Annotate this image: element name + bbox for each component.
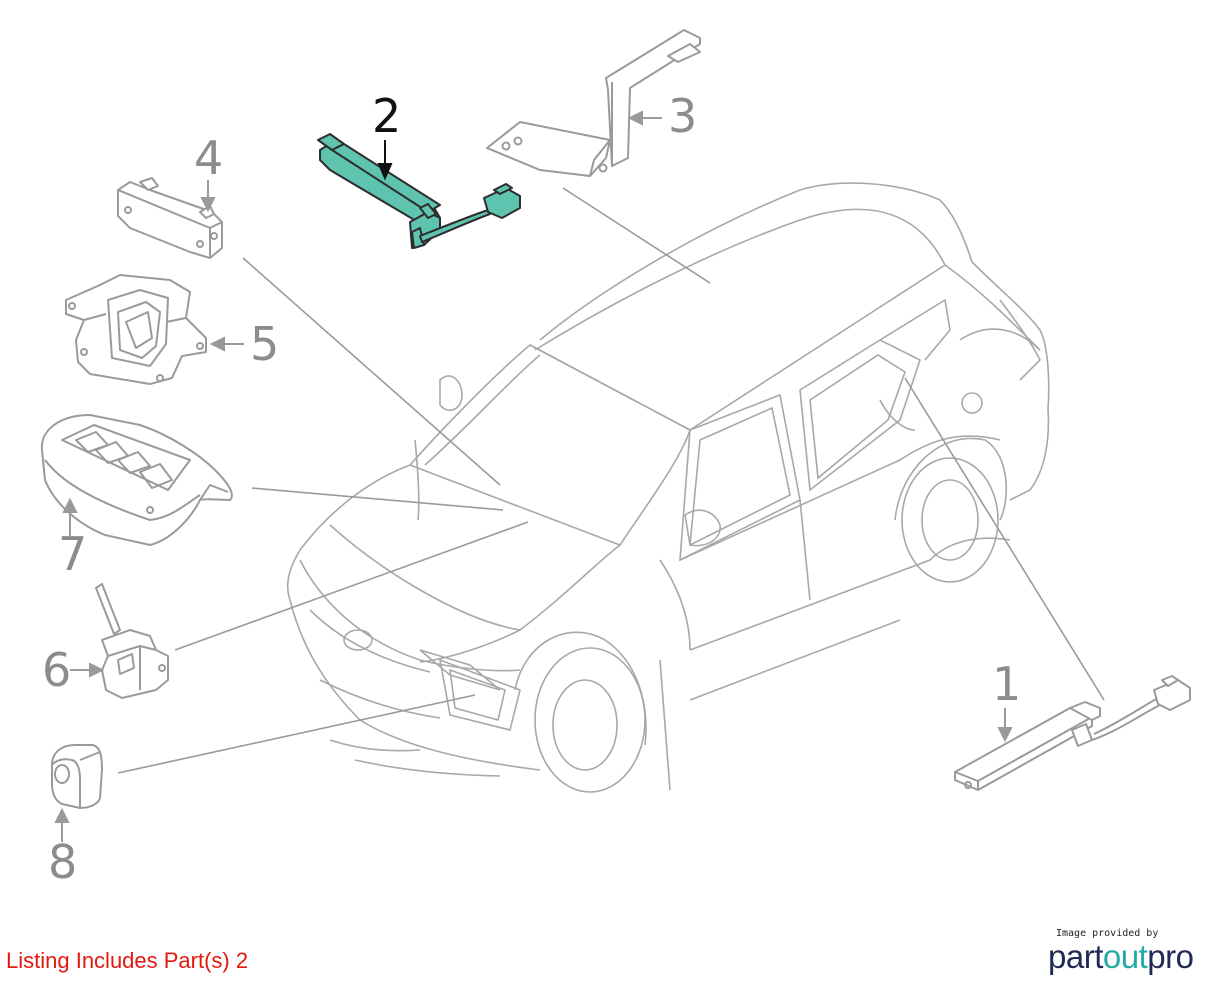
callout-6: 6 <box>42 643 71 697</box>
callout-5: 5 <box>250 317 279 371</box>
callout-2: 2 <box>372 89 401 143</box>
callout-8: 8 <box>48 835 77 889</box>
callout-4: 4 <box>194 131 223 185</box>
logo-pro: pro <box>1147 938 1194 975</box>
part-8-sensor[interactable] <box>51 744 103 809</box>
credit-caption: Image provided by <box>1056 928 1159 939</box>
part-2-antenna-highlighted[interactable] <box>317 133 521 249</box>
vehicle-outline <box>286 182 1050 793</box>
callout-arrows <box>54 110 1013 842</box>
callout-7: 7 <box>58 527 87 581</box>
part-6-antenna-bracket[interactable] <box>95 583 169 699</box>
callout-1: 1 <box>992 657 1021 711</box>
callout-numbers: 1 2 3 4 5 6 7 8 <box>42 89 1021 889</box>
part-4-bracket[interactable] <box>117 177 223 259</box>
part-1-antenna[interactable] <box>954 675 1191 791</box>
part-3-bracket[interactable] <box>486 29 701 177</box>
logo-out: out <box>1102 938 1148 975</box>
partoutpro-logo: partoutpro <box>1048 939 1218 975</box>
part-7-key-fob[interactable] <box>40 414 233 546</box>
part-5-start-button-housing[interactable] <box>65 274 207 385</box>
image-credit: Image provided by partoutpro <box>1048 928 1218 975</box>
logo-part: part <box>1048 938 1103 975</box>
callout-3: 3 <box>668 89 697 143</box>
leader-lines <box>117 187 1105 774</box>
listing-includes-text: Listing Includes Part(s) 2 <box>6 948 249 973</box>
